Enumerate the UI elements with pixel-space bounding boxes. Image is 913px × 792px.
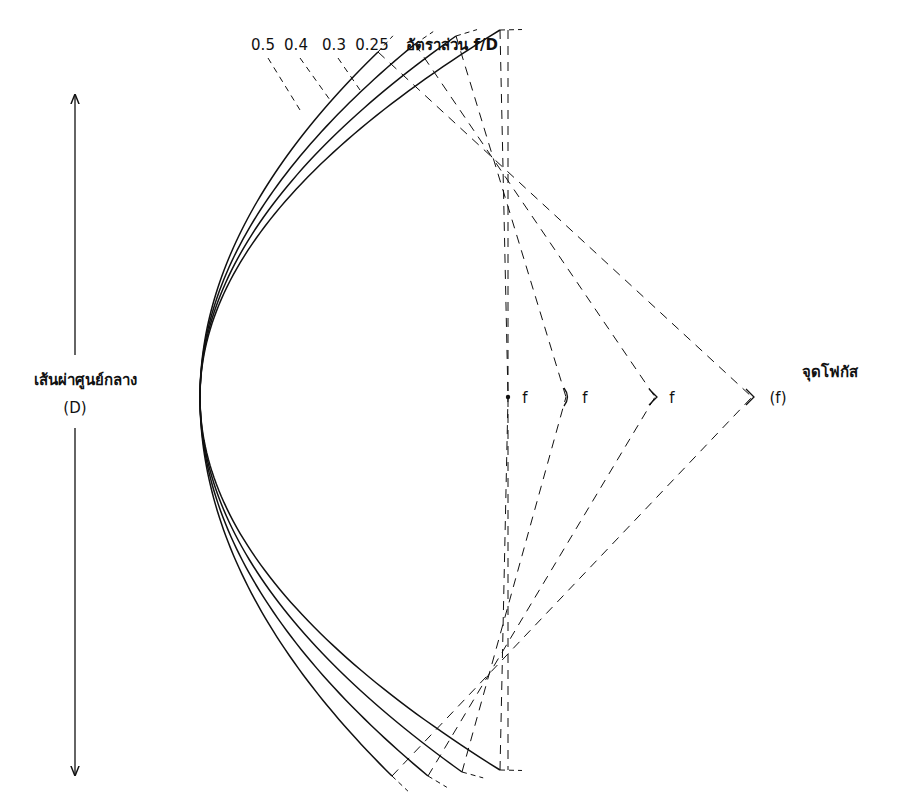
focus-ray: [500, 30, 508, 397]
dish-profile: [200, 397, 500, 770]
dish-profile: [200, 397, 392, 776]
focus-label: f: [520, 389, 529, 408]
focus-label: f: [580, 389, 589, 408]
rim-tick: [428, 776, 447, 787]
diameter-arrow: [74, 95, 75, 355]
focus-label: (f): [768, 389, 789, 408]
ratio-value: 0.25: [353, 36, 390, 55]
leader-line: [300, 58, 330, 100]
ratio-value: 0.4: [282, 36, 310, 55]
leader-line: [338, 58, 360, 90]
focus-ray: [378, 52, 752, 397]
focus-ray: [428, 397, 655, 776]
focus-point: [564, 388, 568, 406]
rim-tick: [456, 30, 477, 36]
focus-ray: [500, 397, 508, 770]
focus-label: f: [667, 389, 676, 408]
dish-profile: [200, 44, 415, 397]
diameter-symbol: (D): [61, 399, 88, 418]
ratio-value: 0.3: [320, 36, 348, 55]
axis-title: อัตราส่วน f/D: [404, 36, 500, 55]
focus-title: จุดโฟกัส: [800, 363, 860, 382]
dish-profile: [200, 30, 500, 397]
rim-tick: [500, 770, 522, 771]
rim-tick: [500, 29, 522, 30]
dish-profile: [200, 397, 462, 772]
focus-ray: [456, 36, 566, 397]
focus-ray: [392, 397, 752, 776]
focus-point: [746, 389, 754, 405]
aperture-line: [508, 30, 509, 770]
focus-point: [649, 389, 657, 405]
diameter-arrow: [74, 428, 75, 775]
focus-ray: [462, 397, 566, 772]
focus-ray: [415, 44, 655, 397]
dish-profile: [200, 36, 456, 397]
leader-line: [268, 58, 300, 110]
rim-tick: [392, 776, 408, 791]
ratio-value: 0.5: [249, 36, 277, 55]
rim-tick: [462, 772, 483, 778]
diameter-label: เส้นผ่าศูนย์กลาง: [32, 371, 139, 390]
dish-profile: [200, 52, 378, 397]
